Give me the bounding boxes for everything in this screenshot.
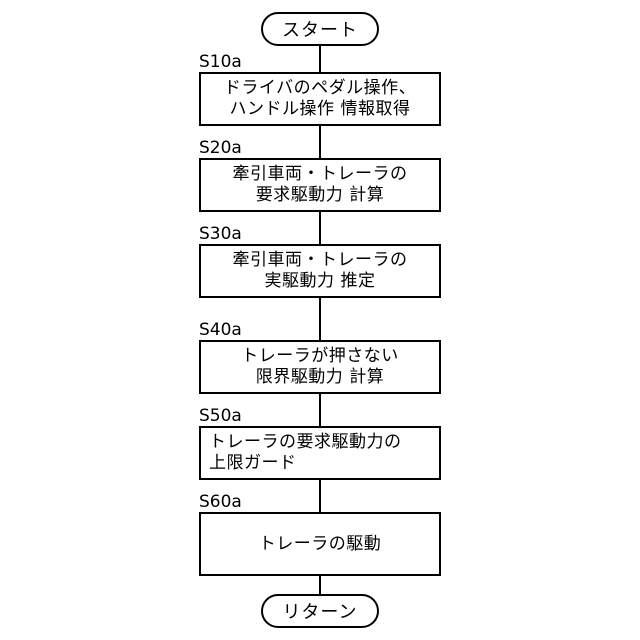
process-text-line: トレーラの要求駆動力の bbox=[209, 432, 402, 453]
process-box-s40a: トレーラが押さない 限界駆動力 計算 bbox=[199, 340, 441, 394]
flow-connector bbox=[319, 46, 321, 72]
step-label-s40a: S40a bbox=[199, 321, 242, 339]
start-terminal-label: スタート bbox=[282, 16, 358, 42]
process-text-line: 上限ガード bbox=[209, 453, 297, 474]
start-terminal: スタート bbox=[261, 12, 379, 46]
step-label-s30a: S30a bbox=[199, 225, 242, 243]
step-label-s10a: S10a bbox=[199, 53, 242, 71]
process-text-line: 実駆動力 推定 bbox=[265, 271, 376, 292]
process-box-s60a: トレーラの駆動 bbox=[199, 512, 441, 576]
end-terminal: リターン bbox=[261, 594, 379, 628]
flow-connector bbox=[319, 212, 321, 244]
step-label-s60a: S60a bbox=[199, 493, 242, 511]
flow-connector bbox=[319, 126, 321, 158]
step-label-s50a: S50a bbox=[199, 407, 242, 425]
process-box-s10a: ドライバのペダル操作、 ハンドル操作 情報取得 bbox=[199, 72, 441, 126]
process-box-s30a: 牽引車両・トレーラの 実駆動力 推定 bbox=[199, 244, 441, 298]
process-text-line: 牽引車両・トレーラの bbox=[233, 164, 408, 185]
process-text-line: ドライバのペダル操作、 bbox=[224, 78, 416, 99]
process-box-s50a: トレーラの要求駆動力の 上限ガード bbox=[199, 426, 441, 480]
flow-connector bbox=[319, 480, 321, 512]
end-terminal-label: リターン bbox=[282, 598, 357, 624]
process-text-line: トレーラの駆動 bbox=[259, 534, 382, 555]
process-text-line: 限界駆動力 計算 bbox=[256, 367, 384, 388]
flow-connector bbox=[319, 576, 321, 594]
flow-connector bbox=[319, 394, 321, 426]
process-box-s20a: 牽引車両・トレーラの 要求駆動力 計算 bbox=[199, 158, 441, 212]
process-text-line: 牽引車両・トレーラの bbox=[233, 250, 408, 271]
flow-connector bbox=[319, 298, 321, 340]
step-label-s20a: S20a bbox=[199, 139, 242, 157]
process-text-line: トレーラが押さない bbox=[241, 346, 399, 367]
process-text-line: 要求駆動力 計算 bbox=[256, 185, 384, 206]
process-text-line: ハンドル操作 情報取得 bbox=[230, 99, 411, 120]
